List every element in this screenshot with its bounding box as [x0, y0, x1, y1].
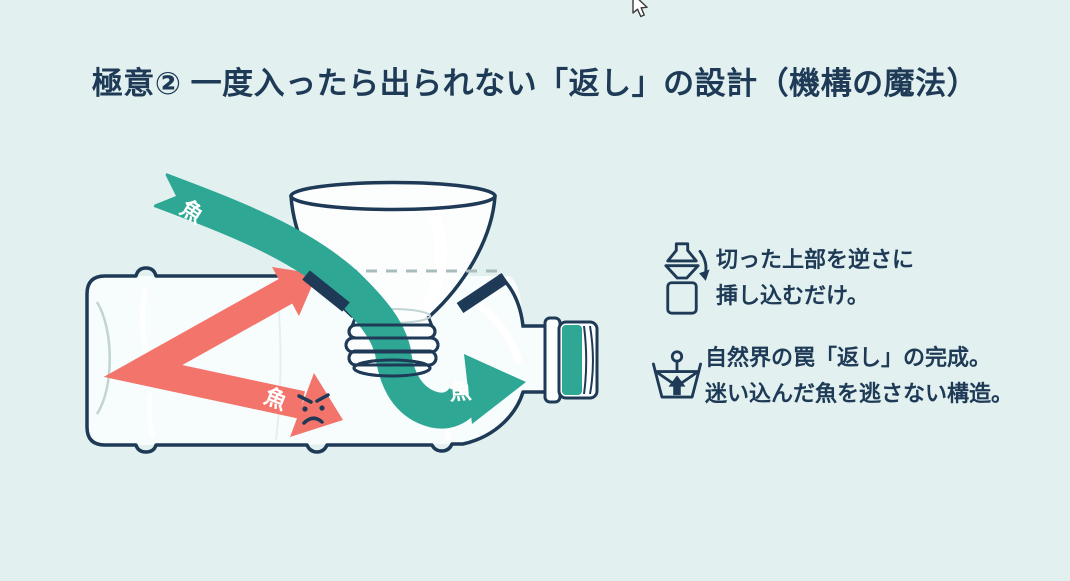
insertion-wedges [302, 270, 509, 313]
annotation-line: 自然界の罠「返し」の完成。 [705, 345, 992, 370]
annotation-line: 迷い込んだ魚を逃さない構造。 [705, 381, 1014, 406]
arrow-cursor [632, 0, 648, 18]
annotation-line: 切った上部を逆さに [716, 247, 915, 272]
fish-trap-icon [652, 350, 702, 399]
ribbon-tail-notch [146, 168, 176, 208]
fish-label-trapped: 魚 [449, 378, 473, 404]
trapped-fish-arrowhead [464, 354, 526, 424]
entering-fish-arrow [146, 168, 526, 429]
bottle-cap [543, 316, 599, 404]
angry-face [297, 393, 330, 425]
page-title: 極意② 一度入ったら出られない「返し」の設計（機構の魔法） [91, 66, 979, 101]
annotation-line: 挿し込むだけ。 [716, 283, 869, 308]
thread-outlines [344, 323, 440, 378]
funnel-rim [289, 180, 497, 212]
bottle-cut-insert-icon [664, 242, 710, 315]
